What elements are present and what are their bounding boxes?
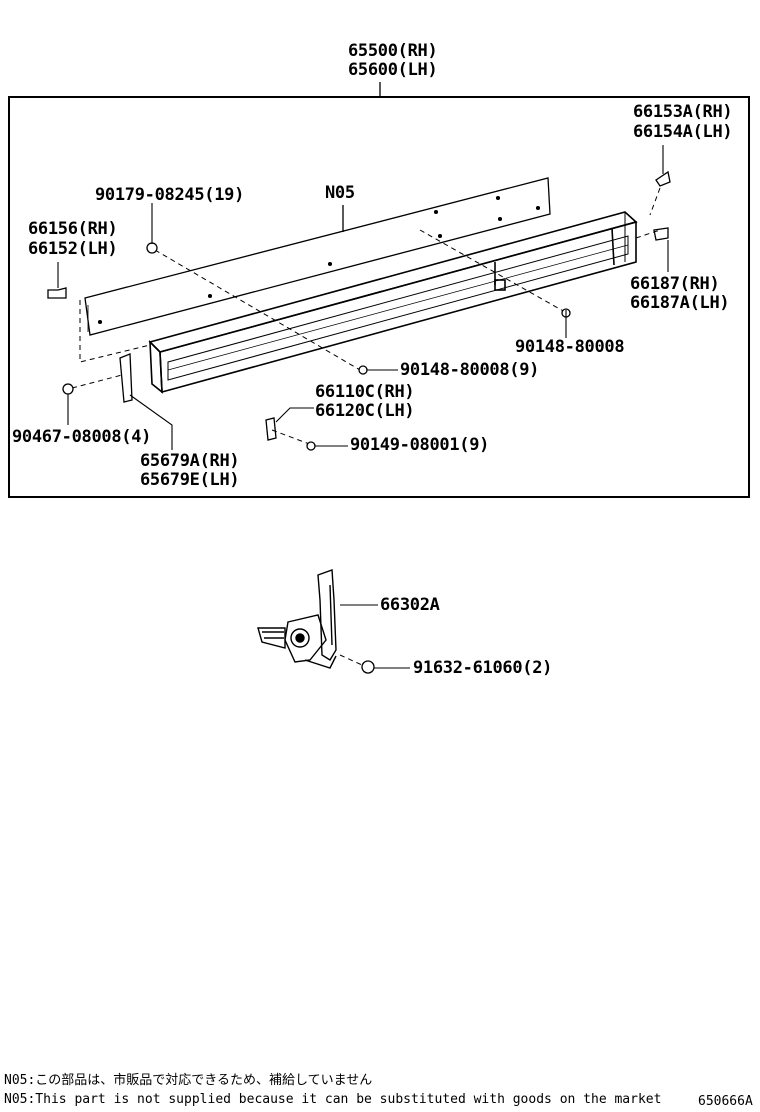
label-90148-80008-9: 90148-80008(9) [400,360,540,380]
label-65679a-rh: 65679A(RH) [140,451,240,471]
frame-board [148,211,638,394]
n05-panel [84,177,551,336]
label-66152-lh: 66152(LH) [28,239,118,259]
label-65679e-lh: 65679E(LH) [140,470,240,490]
assembly-frame [8,96,750,498]
label-n05: N05 [325,183,355,203]
label-66153a-rh: 66153A(RH) [633,102,733,122]
lock-66302a [257,569,337,669]
label-66110c-rh: 66110C(RH) [315,382,415,402]
label-66187a-lh: 66187A(LH) [630,293,730,313]
label-66120c-lh: 66120C(LH) [315,401,415,421]
leader-lines [57,145,669,669]
label-66302a: 66302A [380,595,440,615]
note-en: N05:This part is not supplied because it… [4,1092,662,1107]
label-90149-08001: 90149-08001(9) [350,435,490,455]
label-66154a-lh: 66154A(LH) [633,122,733,142]
label-65500-rh: 65500(RH) [348,41,438,61]
note-jp: N05:この部品は、市販品で対応できるため、補給していません [4,1073,373,1088]
label-90467-08008: 90467-08008(4) [12,427,152,447]
label-65600-lh: 65600(LH) [348,60,438,80]
label-90148-80008: 90148-80008 [515,337,625,357]
label-66156-rh: 66156(RH) [28,219,118,239]
label-66187-rh: 66187(RH) [630,274,720,294]
small-brackets [47,170,671,441]
label-90179-08245: 90179-08245(19) [95,185,245,205]
figure-code: 650666A [698,1094,753,1109]
dashed-guides [71,187,661,666]
label-91632-61060: 91632-61060(2) [413,658,553,678]
